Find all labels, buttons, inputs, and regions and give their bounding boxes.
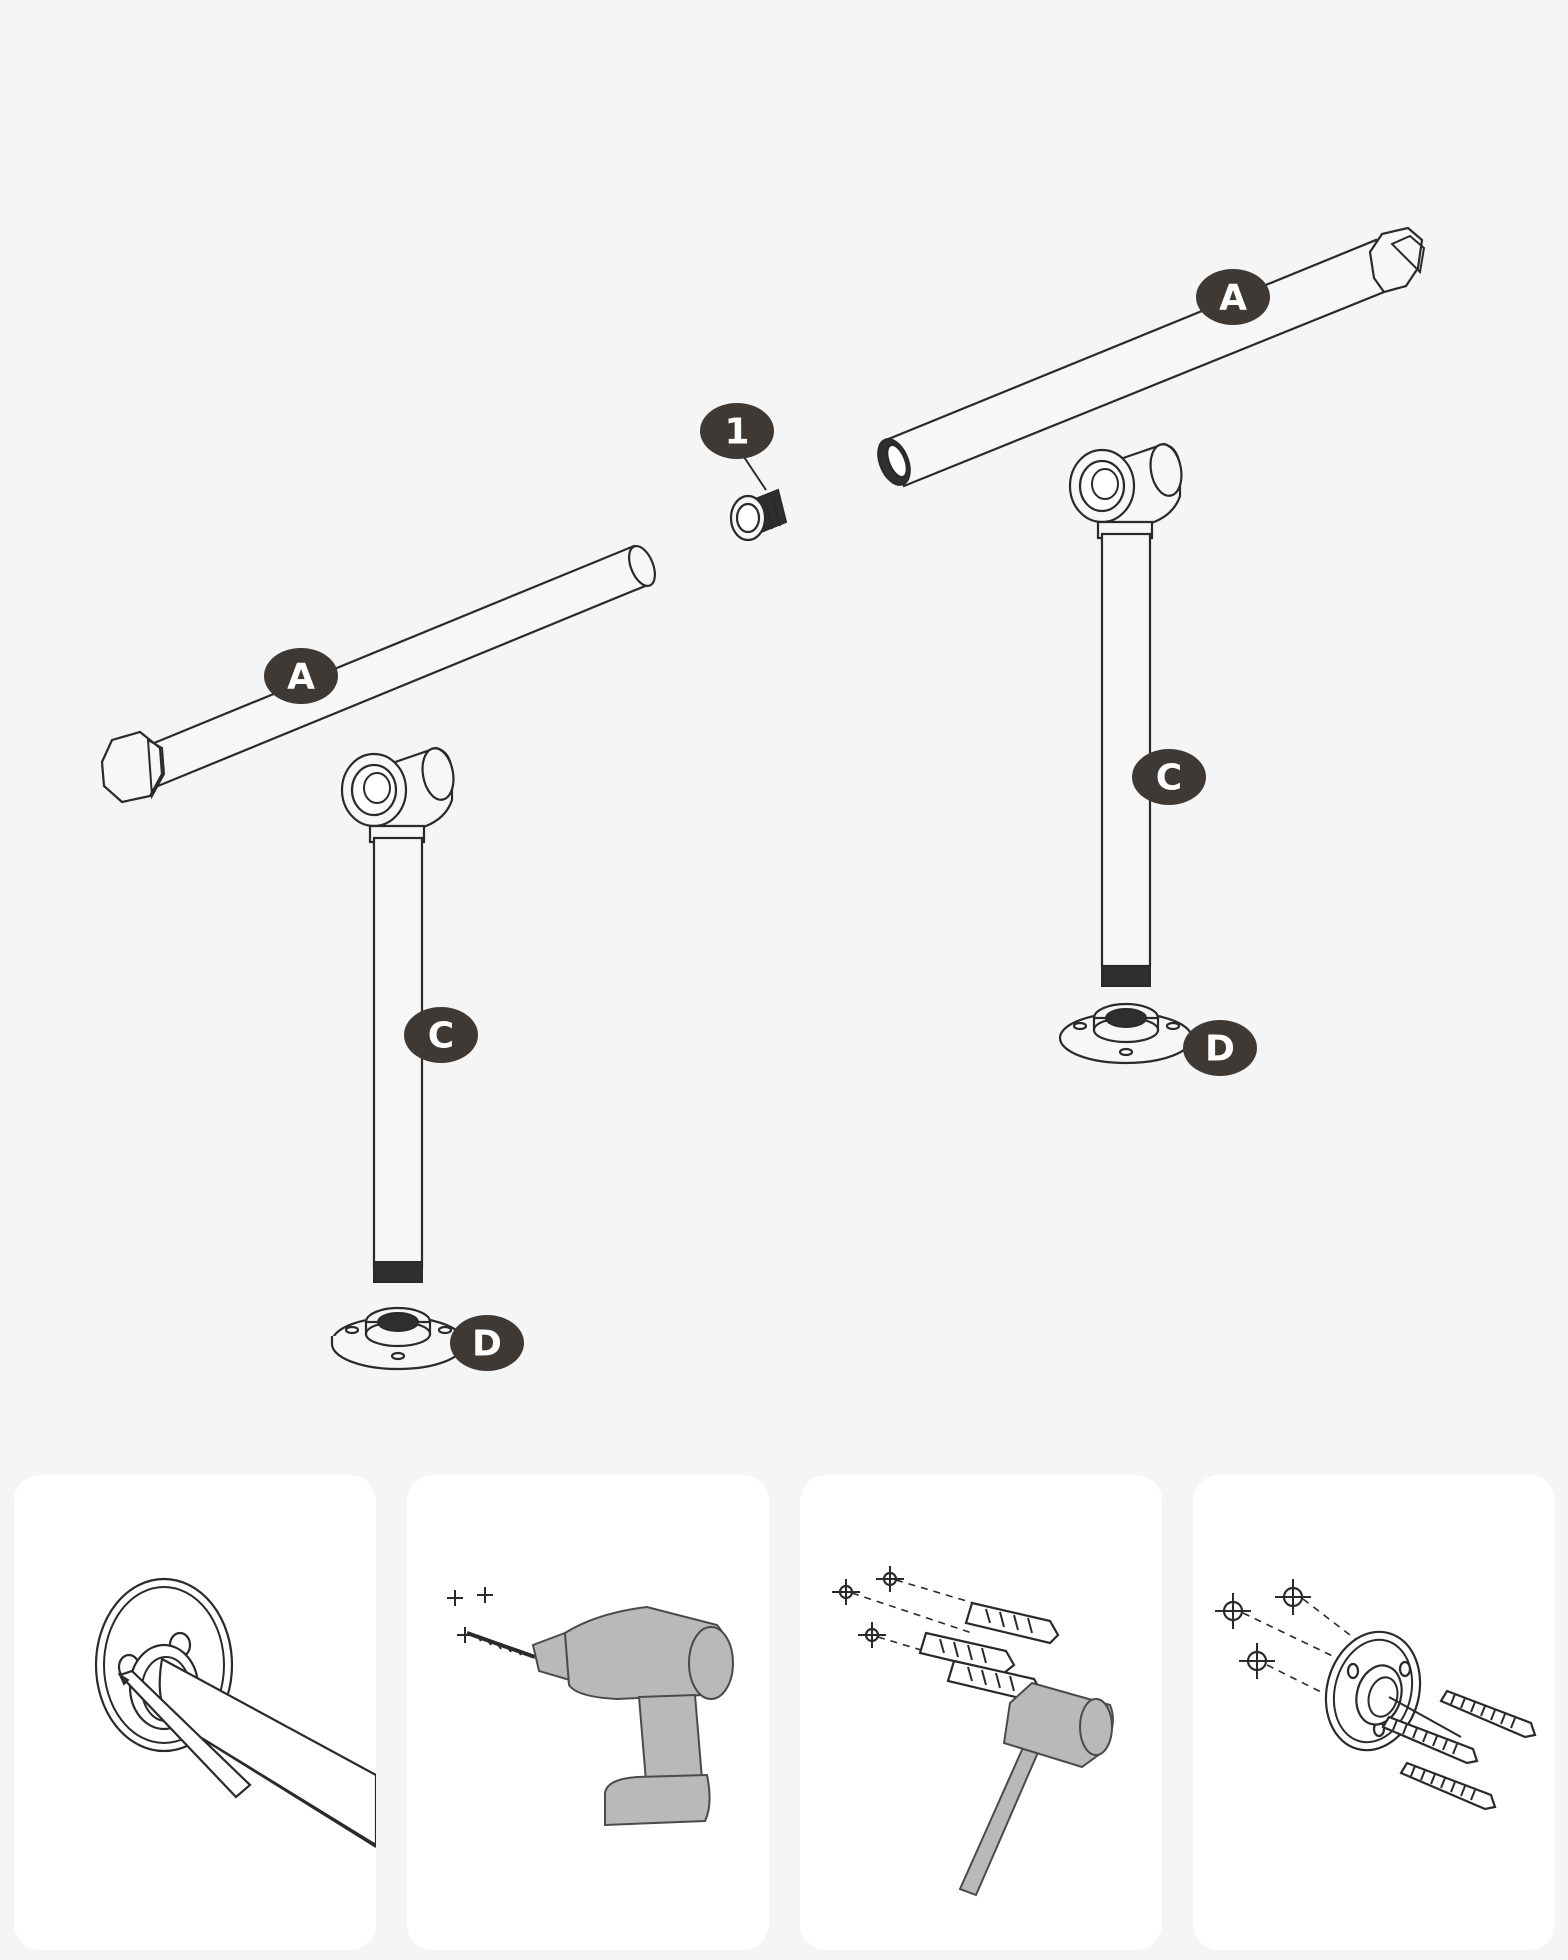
exploded-assembly-diagram: A A 1 C C D D — [100, 226, 1426, 1371]
svg-text:D: D — [472, 1324, 502, 1365]
screw-mount-icon — [1215, 1579, 1537, 1811]
svg-text:1: 1 — [724, 412, 749, 453]
svg-text:C: C — [1156, 758, 1182, 799]
left-assembly — [100, 544, 656, 1371]
step-panel-screw — [1193, 1475, 1555, 1950]
label-a-right: A — [1196, 269, 1270, 325]
label-d-right: D — [1183, 1020, 1257, 1076]
svg-text:C: C — [428, 1016, 454, 1057]
drill-icon — [447, 1587, 734, 1827]
elbow-fitting-right — [1068, 442, 1183, 544]
label-a-left: A — [264, 648, 338, 704]
svg-text:A: A — [1219, 278, 1247, 319]
svg-text:A: A — [287, 657, 315, 698]
pipe-c-right — [1100, 532, 1152, 987]
label-c-right: C — [1132, 749, 1206, 805]
step-panel-mark — [14, 1475, 376, 1950]
label-1: 1 — [700, 403, 774, 459]
pencil-mark-icon — [94, 1577, 376, 1848]
step-panel-hammer — [800, 1475, 1162, 1950]
flange-d-right — [1058, 1002, 1194, 1065]
step-panel-drill — [407, 1475, 769, 1950]
hammer-anchor-icon — [832, 1566, 1114, 1897]
right-assembly — [877, 226, 1426, 1065]
elbow-fitting-left — [340, 746, 455, 848]
label-c-left: C — [404, 1007, 478, 1063]
pipe-a-left — [100, 544, 656, 804]
connector-1 — [729, 453, 788, 542]
flange-d-left — [330, 1306, 466, 1371]
svg-text:D: D — [1205, 1029, 1235, 1070]
label-d-left: D — [450, 1315, 524, 1371]
pipe-c-left — [372, 836, 424, 1283]
